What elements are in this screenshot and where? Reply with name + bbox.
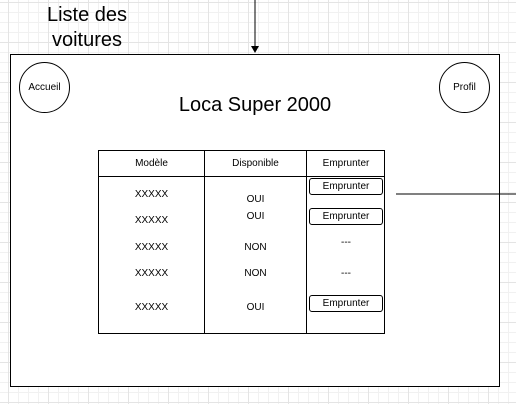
column-header-available: Disponible	[232, 158, 279, 169]
screen-caption: Liste des voitures	[46, 4, 128, 51]
page-frame: Accueil Profil Loca Super 2000 Modèle Di…	[10, 54, 500, 387]
table-row: XXXXX NON ---	[99, 237, 384, 256]
table-row: XXXXX OUI Emprunter	[99, 177, 384, 205]
availability-cell: NON	[244, 267, 267, 279]
column-divider	[306, 151, 307, 333]
availability-cell: OUI	[246, 301, 265, 313]
model-cell: XXXXX	[134, 241, 169, 253]
model-cell: XXXXX	[134, 267, 169, 279]
availability-cell: OUI	[246, 210, 265, 222]
availability-cell: NON	[244, 241, 267, 253]
availability-cell: OUI	[246, 193, 265, 205]
home-button-label: Accueil	[28, 82, 61, 93]
cars-table: Modèle Disponible Emprunter XXXXX OUI Em…	[98, 150, 385, 334]
table-row: XXXXX OUI Emprunter	[99, 294, 384, 316]
borrow-cell: Emprunter	[307, 207, 385, 225]
table-row: XXXXX NON ---	[99, 264, 384, 282]
column-header-model: Modèle	[135, 158, 168, 169]
borrow-button[interactable]: Emprunter	[309, 294, 383, 312]
borrow-cell-empty: ---	[341, 267, 351, 279]
profile-button-label: Profil	[453, 82, 476, 93]
borrow-cell: Emprunter	[307, 177, 385, 195]
home-button[interactable]: Accueil	[19, 62, 70, 113]
header-divider	[99, 176, 384, 177]
profile-button[interactable]: Profil	[439, 62, 490, 113]
column-header-borrow: Emprunter	[322, 158, 370, 169]
table-row: XXXXX OUI Emprunter	[99, 207, 384, 229]
column-divider	[204, 151, 205, 333]
page-title: Loca Super 2000	[178, 94, 332, 116]
model-cell: XXXXX	[134, 301, 169, 313]
borrow-button[interactable]: Emprunter	[309, 207, 383, 225]
model-cell: XXXXX	[134, 214, 169, 226]
borrow-cell: Emprunter	[307, 294, 385, 312]
borrow-cell-empty: ---	[341, 236, 351, 248]
incoming-arrowhead	[251, 46, 259, 53]
borrow-button[interactable]: Emprunter	[309, 177, 383, 195]
model-cell: XXXXX	[134, 188, 169, 200]
